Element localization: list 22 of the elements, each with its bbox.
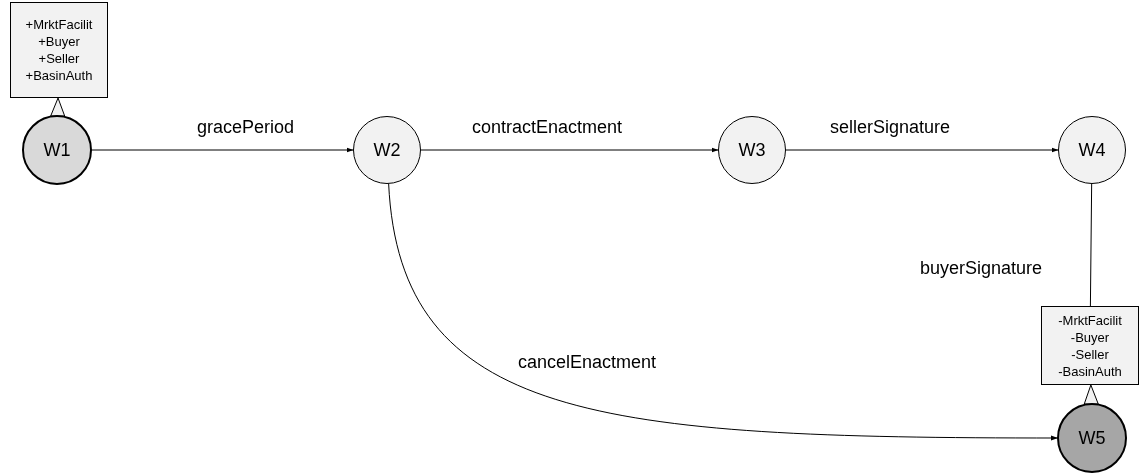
node-label: -Seller xyxy=(1071,345,1109,363)
edge-label: sellerSignature xyxy=(828,117,953,138)
edge-label: buyerSignature xyxy=(918,258,1045,279)
node-label: W1 xyxy=(43,139,71,161)
node-label: W3 xyxy=(738,139,766,161)
node-label: -Buyer xyxy=(1070,328,1110,346)
note-box xyxy=(10,2,108,98)
note-box xyxy=(1041,306,1139,385)
node-label: W4 xyxy=(1078,139,1106,161)
node-label: +BasinAuth xyxy=(25,67,93,84)
arrow xyxy=(90,147,354,153)
callout-pointer xyxy=(1083,384,1099,405)
arrow xyxy=(420,147,719,153)
arrow xyxy=(785,147,1059,153)
node-label: +MrktFacilit xyxy=(25,16,93,33)
node-label: -MrktFacilit xyxy=(1058,311,1122,329)
node-label: +Buyer xyxy=(38,33,80,50)
arrow xyxy=(388,182,1059,441)
node-label: +Seller xyxy=(38,50,80,67)
node-label: W5 xyxy=(1078,427,1106,449)
node-label: -BasinAuth xyxy=(1058,362,1122,380)
node-label: W2 xyxy=(373,139,401,161)
